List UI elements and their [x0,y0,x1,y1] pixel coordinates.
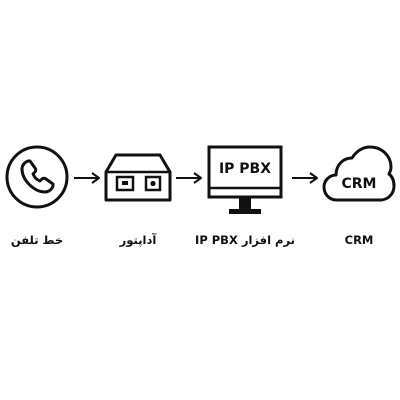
arrow-right-icon [74,172,100,184]
arrow-right-icon [292,172,318,184]
adapter-device-icon [104,153,172,202]
phone-handset-icon [5,145,69,209]
node-label-crm: CRM [344,233,374,247]
phone-port-icon [144,175,162,192]
cloud-icon: CRM [322,145,396,202]
monitor-screen-text: IP PBX [219,161,271,177]
node-label-ip-pbx: نرم افزار IP PBX [195,233,295,247]
monitor-icon: IP PBX [207,145,283,214]
arrow-right-icon [176,172,202,184]
ethernet-port-icon [115,175,135,192]
node-label-phone-line: خط تلفن [10,233,64,247]
node-label-adapter: آداپتور [119,233,157,247]
cloud-text: CRM [342,176,377,192]
